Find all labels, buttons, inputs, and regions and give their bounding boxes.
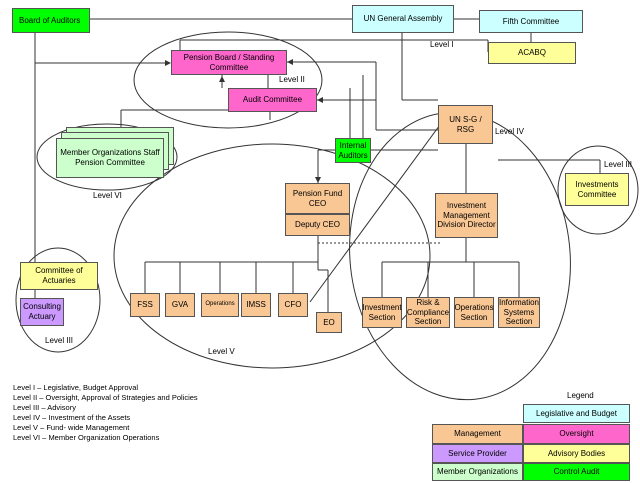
level-5-label: Level V (208, 347, 235, 356)
legend-member-organizations: Member Organizations (432, 463, 523, 481)
legend-legislative: Legislative and Budget (523, 404, 630, 423)
investments-committee-box: Investments Committee (565, 173, 629, 206)
member-organizations-box: Member Organizations Staff Pension Commi… (56, 138, 164, 178)
legend-oversight: Oversight (523, 424, 630, 444)
operations-section-box: Operations Section (454, 297, 494, 328)
level-2-ellipse (133, 31, 323, 129)
level-3-left-label: Level III (45, 336, 74, 345)
legend-control-audit: Control Audit (523, 463, 630, 481)
level-key-item: Level I – Legislative, Budget Approval (13, 383, 139, 392)
deputy-ceo-box: Deputy CEO (285, 214, 350, 236)
level-key-item: Level IV – Investment of the Assets (13, 413, 131, 422)
board-of-auditors-box: Board of Auditors (12, 8, 90, 33)
consulting-actuary-box: Consulting Actuary (20, 298, 64, 326)
eo-box: EO (316, 312, 342, 333)
risk-compliance-box: Risk & Compliance Section (406, 297, 450, 328)
level-key-item: Level VI – Member Organization Operation… (13, 433, 160, 442)
level-4-ellipse (349, 111, 571, 401)
fifth-committee-box: Fifth Committee (479, 10, 583, 33)
level-key-item: Level II – Oversight, Approval of Strate… (13, 393, 198, 402)
gva-box: GVA (165, 293, 195, 317)
fss-box: FSS (130, 293, 160, 317)
imss-box: IMSS (241, 293, 271, 317)
committee-of-actuaries-box: Committee of Actuaries (20, 262, 98, 290)
un-sg-rsg-box: UN S-G / RSG (438, 105, 493, 144)
level-5-ellipse (113, 143, 431, 369)
legend-service-provider: Service Provider (432, 444, 523, 463)
level-3-left-ellipse (15, 247, 101, 353)
cfo-box: CFO (278, 293, 308, 317)
un-general-assembly-box: UN General Assembly (352, 5, 454, 33)
internal-auditors-box: Internal Auditors (335, 138, 371, 163)
level-1-label: Level I (430, 40, 454, 49)
legend-management: Management (432, 424, 523, 444)
level-2-label: Level II (279, 75, 305, 84)
level-3-right-ellipse (557, 145, 639, 235)
level-key-item: Level III – Advisory (13, 403, 76, 412)
information-systems-box: Information Systems Section (498, 297, 540, 328)
legend-title: Legend (567, 391, 594, 400)
pension-board-box: Pension Board / Standing Committee (171, 50, 287, 75)
investment-section-box: Investment Section (362, 297, 402, 328)
audit-committee-box: Audit Committee (228, 88, 317, 112)
pension-fund-ceo-box: Pension Fund CEO (285, 183, 350, 214)
operations-box: Operations (201, 293, 239, 317)
level-3-right-label: Level III (604, 160, 633, 169)
level-6-ellipse (36, 123, 178, 191)
legend-advisory: Advisory Bodies (523, 444, 630, 463)
level-6-label: Level VI (93, 191, 122, 200)
level-key: Level I – Legislative, Budget Approval L… (13, 383, 198, 443)
level-key-item: Level V – Fund- wide Management (13, 423, 130, 432)
imd-director-box: Investment Management Division Director (435, 193, 498, 238)
level-4-label: Level IV (495, 127, 524, 136)
acabq-box: ACABQ (488, 42, 576, 64)
